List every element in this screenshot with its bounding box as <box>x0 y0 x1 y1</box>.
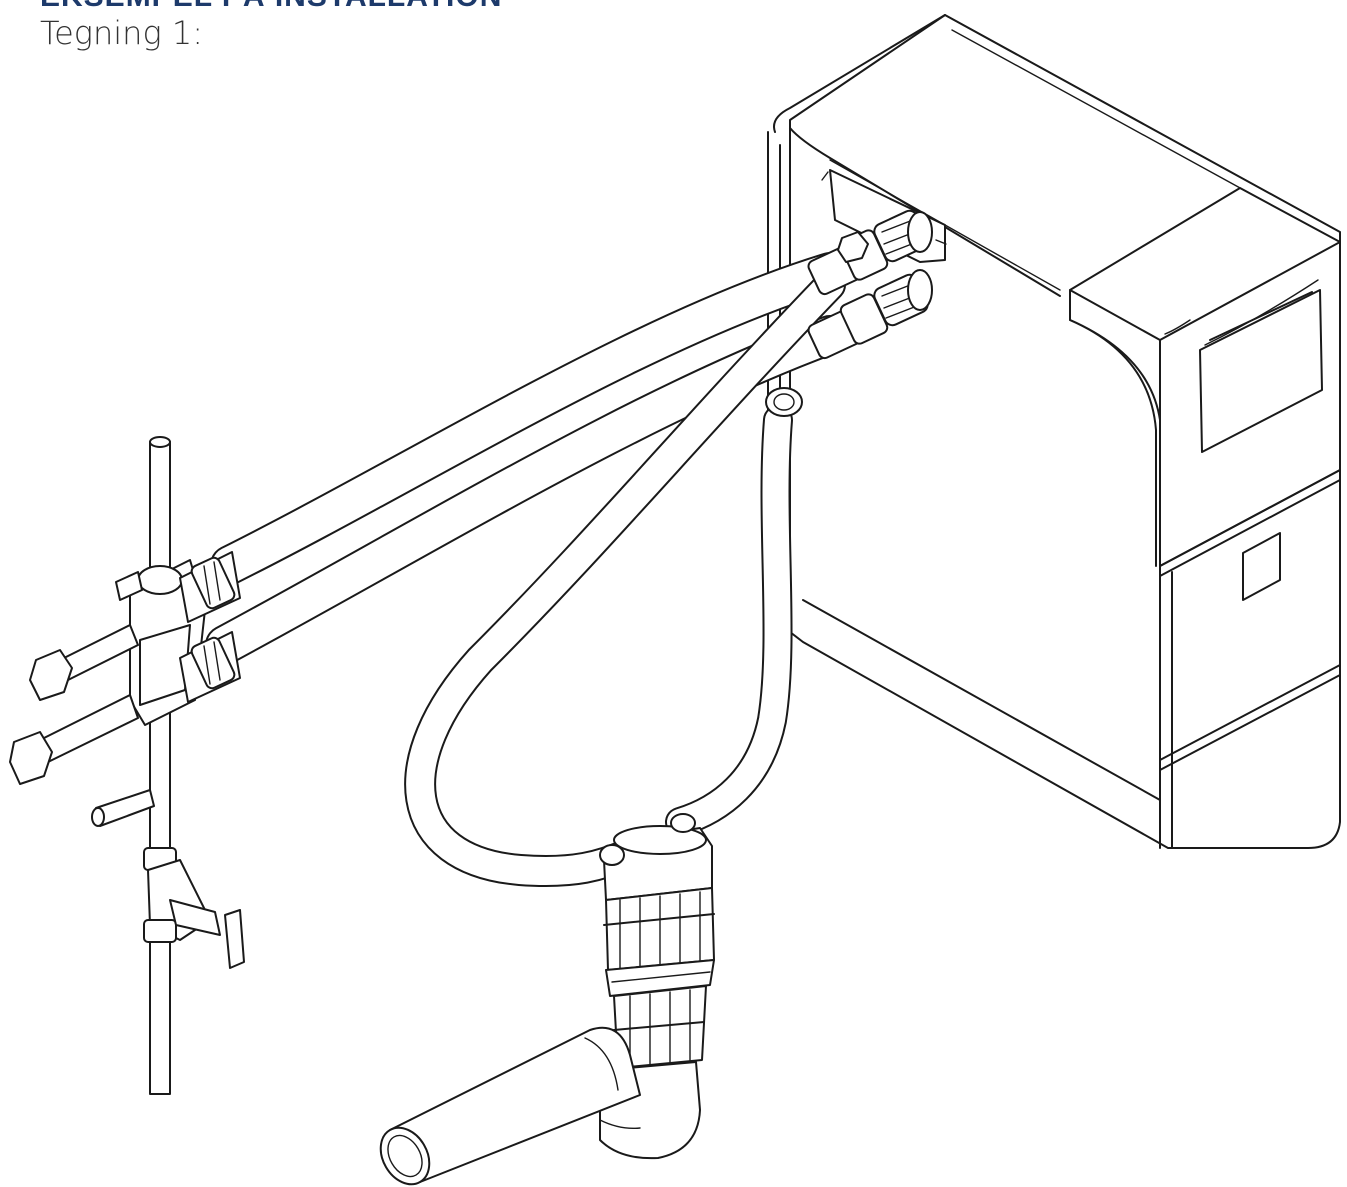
softener-connectors <box>807 209 933 360</box>
supply-hoses <box>205 252 850 887</box>
bypass-valve-assembly <box>9 436 245 1095</box>
drain-siphon <box>379 813 715 1186</box>
water-softener-unit <box>767 14 1341 849</box>
section-heading: EKSEMPEL PÅ INSTALLATION <box>40 0 502 14</box>
drawing-caption: Tegning 1: <box>40 14 203 52</box>
